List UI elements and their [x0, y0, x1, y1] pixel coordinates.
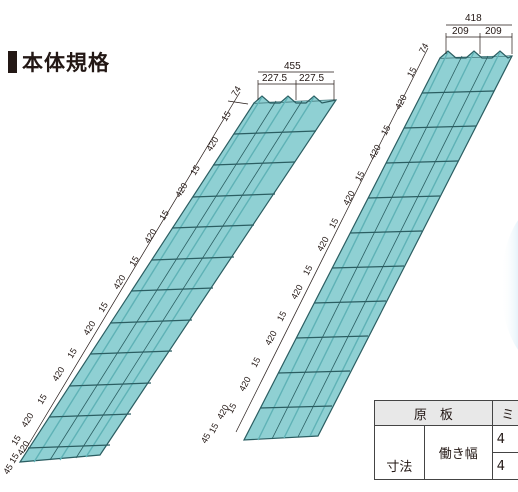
left-row-length: 420	[50, 365, 66, 383]
right-width-total: 418	[465, 13, 482, 24]
heading-marker	[8, 51, 17, 73]
spec-row-value: 4	[491, 425, 518, 453]
left-row-length: 15	[188, 163, 202, 177]
right-row-length: 420	[237, 375, 253, 393]
right-tile-rib	[271, 55, 463, 440]
spec-row-value: 4	[491, 452, 518, 480]
right-tile-rib	[283, 51, 475, 439]
spec-row-label: 働き幅	[423, 425, 493, 480]
left-row-length: 420	[204, 135, 220, 153]
right-row-length: 420	[263, 329, 279, 347]
right-row-length: 15	[353, 169, 367, 183]
left-row-length: 15	[96, 300, 110, 314]
right-tile-step	[277, 370, 351, 374]
left-row-length: 420	[81, 319, 97, 337]
left-tile-step	[212, 161, 296, 166]
left-tile-step	[151, 256, 235, 261]
right-bottom-label: 15	[207, 421, 221, 435]
left-bottom-label: 45	[1, 462, 15, 476]
left-row-length: 15	[219, 109, 233, 123]
right-tile-rib	[297, 55, 489, 438]
left-tile-step	[68, 382, 152, 387]
right-tile-step	[421, 90, 495, 94]
left-tile	[18, 95, 338, 463]
left-width-half-1: 227.5	[262, 73, 287, 84]
left-row-length: 420	[19, 411, 35, 429]
accent-arc	[501, 220, 518, 350]
left-row-length: 420	[173, 181, 189, 199]
right-tile-step	[331, 265, 405, 269]
right-row-length: 420	[367, 143, 383, 161]
spec-header-label: 原 板	[374, 400, 493, 426]
right-tile-step	[403, 125, 477, 129]
right-tile-top-edge	[439, 50, 513, 59]
right-row-length: 15	[225, 401, 239, 415]
right-row-length: 420	[393, 93, 409, 111]
right-row-length: 15	[405, 65, 419, 79]
left-width-half-2: 227.5	[299, 73, 324, 84]
spec-header-row: 原 板 ミ	[374, 400, 518, 426]
spec-group-label: 寸法	[374, 425, 425, 480]
spec-table: 原 板 ミ 寸法 働き幅 4 4	[374, 400, 518, 480]
left-tile-step	[109, 319, 193, 324]
heading-text: 本体規格	[22, 51, 110, 75]
left-tile-step	[48, 413, 132, 418]
right-row-length: 15	[327, 216, 341, 230]
right-row-length: 420	[289, 283, 305, 301]
left-width-total: 455	[284, 61, 301, 72]
right-dimensions	[235, 24, 513, 433]
right-width-half-1: 209	[452, 26, 469, 37]
spec-row: 寸法 働き幅 4	[374, 425, 518, 480]
left-row-length: 15	[9, 433, 23, 447]
right-row-length: 15	[275, 309, 289, 323]
right-row-length: 420	[341, 189, 357, 207]
right-tile-rib	[257, 51, 449, 441]
right-tile	[242, 50, 513, 441]
left-tile-rib	[85, 96, 315, 458]
left-tile-step	[233, 130, 317, 135]
left-row-length: 420	[111, 273, 127, 291]
left-bottom-label: 15	[7, 451, 21, 465]
right-tile-step	[313, 300, 387, 304]
left-top-overlap: 74	[229, 84, 243, 98]
left-row-length: 15	[127, 254, 141, 268]
left-tile-rib	[49, 100, 277, 461]
right-row-length: 15	[379, 123, 393, 137]
left-tile-step	[192, 193, 276, 198]
left-tile-step	[89, 350, 173, 355]
left-row-length: 15	[35, 392, 49, 406]
right-width-half-2: 209	[485, 26, 502, 37]
left-tile-step	[171, 224, 255, 229]
left-tile-top-edge	[253, 95, 337, 104]
spec-row: 4	[375, 452, 518, 480]
left-row-length: 420	[142, 227, 158, 245]
left-tile-rib	[59, 96, 289, 461]
right-bottom-label: 45	[199, 431, 213, 445]
left-tile-step	[130, 287, 214, 292]
right-top-overlap: 74	[417, 41, 431, 55]
left-tile-rib	[33, 96, 263, 463]
left-tile-rib	[75, 100, 303, 459]
right-row-length: 15	[301, 263, 315, 277]
right-row-length: 15	[249, 355, 263, 369]
right-tile-step	[367, 195, 441, 199]
left-row-length: 15	[65, 346, 79, 360]
left-tile-step	[27, 444, 111, 449]
right-row-length: 420	[315, 235, 331, 253]
right-tile-step	[385, 160, 459, 164]
left-dimensions	[23, 71, 335, 453]
right-tile-step	[295, 335, 369, 339]
right-tile-rib	[309, 51, 501, 437]
right-tile-step	[349, 230, 423, 234]
spec-header-value: ミ	[491, 400, 518, 426]
section-heading: 本体規格	[8, 47, 110, 77]
left-row-length: 15	[157, 208, 171, 222]
right-tile-step	[259, 405, 333, 409]
